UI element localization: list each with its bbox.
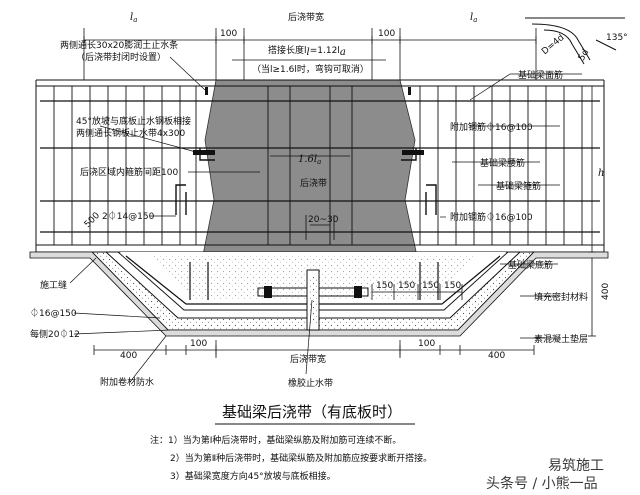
pour-strip-fill: [199, 79, 421, 271]
strip-sub: （后浇带封闭时设置）: [76, 51, 166, 63]
fill-material-label: 填充密封材料: [534, 291, 588, 303]
hook-detail: [525, 17, 625, 65]
note-2: 2）当为第Ⅱ种后浇带时，基础梁纵筋及附加筋应按要求断开搭接。: [170, 452, 432, 464]
beam-waist-label: 基础梁腰筋: [480, 157, 525, 169]
drawing-title: 基础梁后浇带（有底板时）: [222, 403, 402, 421]
dim-150-c: 150: [422, 281, 439, 291]
steel-plate-label: 45°放坡与底板止水钢板相接: [76, 115, 191, 127]
bar-16-150-label: ⏀16@150: [30, 307, 77, 319]
steel-plates: [193, 87, 424, 155]
steel-plate-label-2: 两侧通长钢板止水带4x300: [76, 127, 186, 139]
band-width-top: 后浇带宽: [288, 11, 324, 23]
bottom-dim-100-b: 100: [418, 339, 435, 349]
add-bar-2-label: 附加钢筋⏀16@100: [450, 211, 533, 223]
bottom-dim-400-b: 400: [488, 351, 505, 361]
la-right-label: la: [470, 12, 477, 24]
strip-title: 两侧通长30x20膨润土止水条: [60, 39, 178, 51]
band-width-bottom: 后浇带宽: [290, 353, 326, 365]
beam-top-label: 基础梁面筋: [518, 69, 563, 81]
h-label: h: [598, 168, 604, 179]
hook-5d-label: 5d: [577, 48, 591, 63]
lap-length-label: 搭接长度ll=1.12la: [268, 44, 346, 58]
dim-150-a: 150: [376, 281, 393, 291]
dim-400-right: 400: [601, 283, 611, 300]
la-left-label: la: [130, 12, 137, 24]
dim-150-b: 150: [398, 281, 415, 291]
bottom-dim-100-a: 100: [190, 339, 207, 349]
longitudinal-rebars: [40, 100, 600, 233]
leader-lines: [69, 56, 582, 383]
dim-100-a: 100: [220, 29, 237, 39]
rubber-strip-label: 橡胶止水带: [288, 377, 333, 389]
bottom-dimension-lines: [93, 85, 596, 355]
cushion-label: 素混凝土垫层: [534, 333, 588, 345]
add-membrane-label: 附加卷材防水: [100, 376, 154, 388]
note-1: 注：1）当为第Ⅰ种后浇带时，基础梁纵筋及附加筋可连续不断。: [150, 434, 401, 446]
top-dimension-lines: [83, 36, 537, 240]
center-dim-label: 1.6la: [298, 154, 321, 166]
stirrups: [53, 86, 583, 245]
watermark-brand: 易筑施工: [548, 458, 604, 474]
watermark-text: 头条号 / 小熊一品: [486, 475, 598, 492]
hook-angle-label: 135°: [606, 33, 628, 43]
dim-150-d: 150: [444, 281, 461, 291]
note-3: 3）基础梁宽度方向45°放坡与底板相接。: [170, 470, 336, 482]
band-center-label: 后浇带: [300, 177, 327, 189]
rubber-waterstop: [257, 269, 369, 331]
add-bar-1-label: 附加钢筋⏀16@100: [450, 121, 533, 133]
dim-100-b: 100: [378, 29, 395, 39]
bar-20-12-label: 每侧20⏀12: [30, 328, 80, 340]
dim-20-30: 20~30: [308, 215, 339, 225]
dim-500: 500: [83, 211, 102, 230]
beam-bottom-label: 基础梁底筋: [508, 259, 553, 271]
bottom-dim-400-a: 400: [120, 351, 137, 361]
beam-stirrup-label: 基础梁箍筋: [496, 180, 541, 192]
construction-joint-label: 施工缝: [40, 279, 67, 291]
lap-note-label: （当l≥1.6l时，弯钩可取消）: [252, 63, 369, 75]
stirrup-spacing-label: 后浇区域内箍筋间距100: [80, 166, 178, 178]
hook-d-label: D=4d: [540, 33, 566, 57]
bar-left-label: 2⏀14@150: [102, 210, 155, 222]
